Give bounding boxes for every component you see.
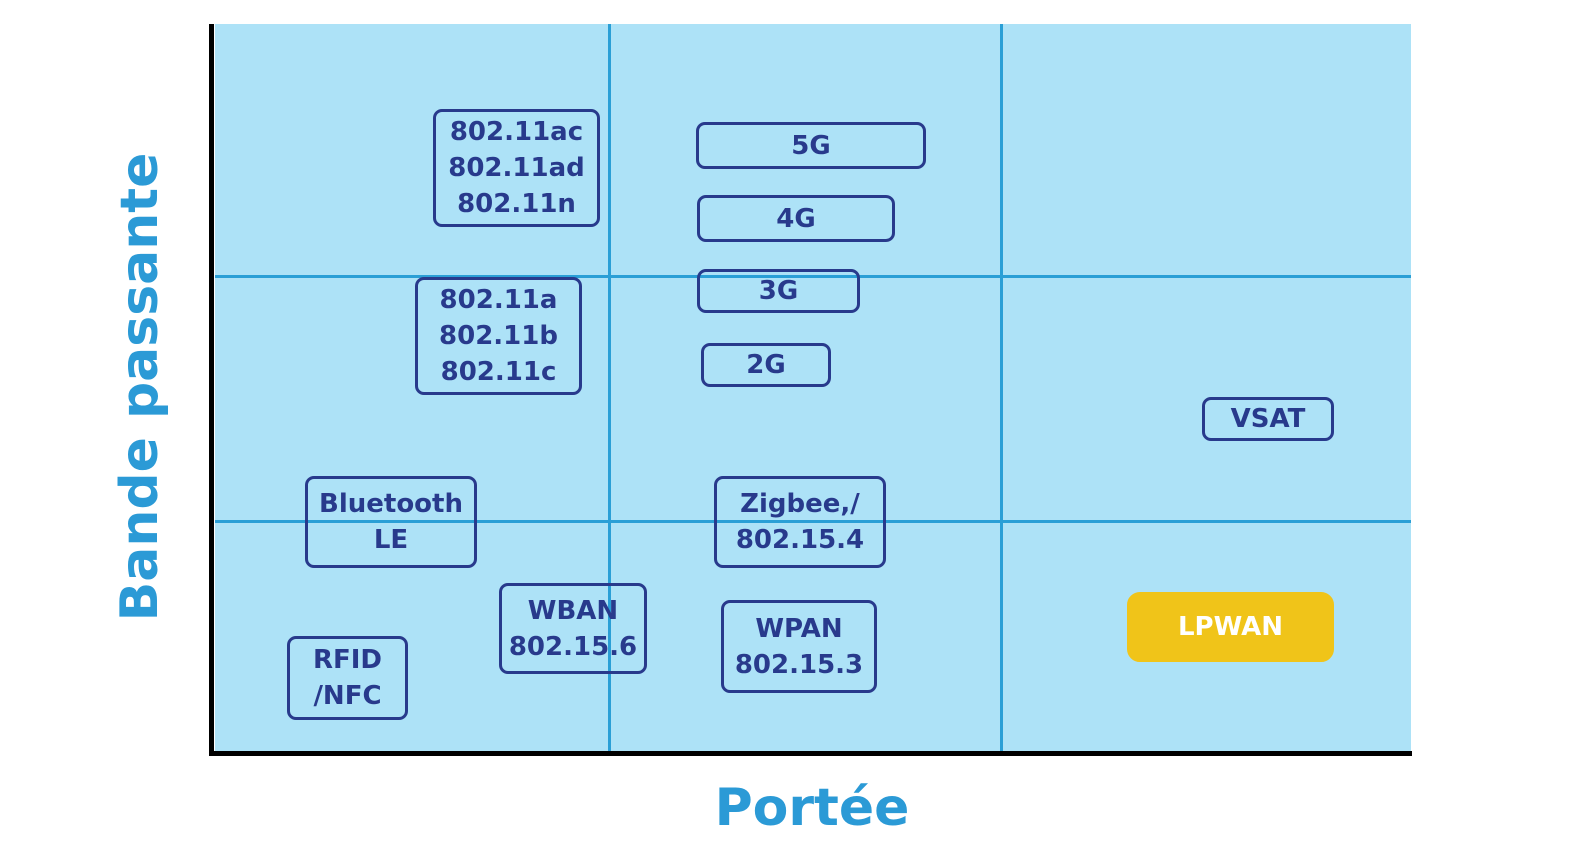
tech-box-lpwan: LPWAN (1127, 592, 1334, 662)
x-axis-label: Portée (714, 778, 910, 838)
tech-box-wifi-a-b-c: 802.11a 802.11b 802.11c (415, 277, 582, 395)
grid-line-horizontal (215, 520, 1411, 523)
grid-line-vertical (608, 24, 611, 752)
y-axis-label: Bande passante (110, 152, 170, 622)
tech-box-wifi-ac-ad-n: 802.11ac 802.11ad 802.11n (433, 109, 600, 227)
tech-box-3g: 3G (697, 269, 860, 313)
grid-line-vertical (1000, 24, 1003, 752)
tech-box-wpan: WPAN 802.15.3 (721, 600, 877, 693)
tech-box-wban: WBAN 802.15.6 (499, 583, 647, 674)
x-axis-line (209, 751, 1412, 756)
tech-box-2g: 2G (701, 343, 831, 387)
tech-box-bluetooth-le: Bluetooth LE (305, 476, 477, 568)
tech-box-rfid-nfc: RFID /NFC (287, 636, 408, 720)
tech-box-4g: 4G (697, 195, 895, 242)
tech-box-zigbee: Zigbee,/ 802.15.4 (714, 476, 886, 568)
tech-box-vsat: VSAT (1202, 397, 1334, 441)
y-axis-line (209, 24, 214, 756)
tech-box-5g: 5G (696, 122, 926, 169)
grid-line-horizontal (215, 275, 1411, 278)
